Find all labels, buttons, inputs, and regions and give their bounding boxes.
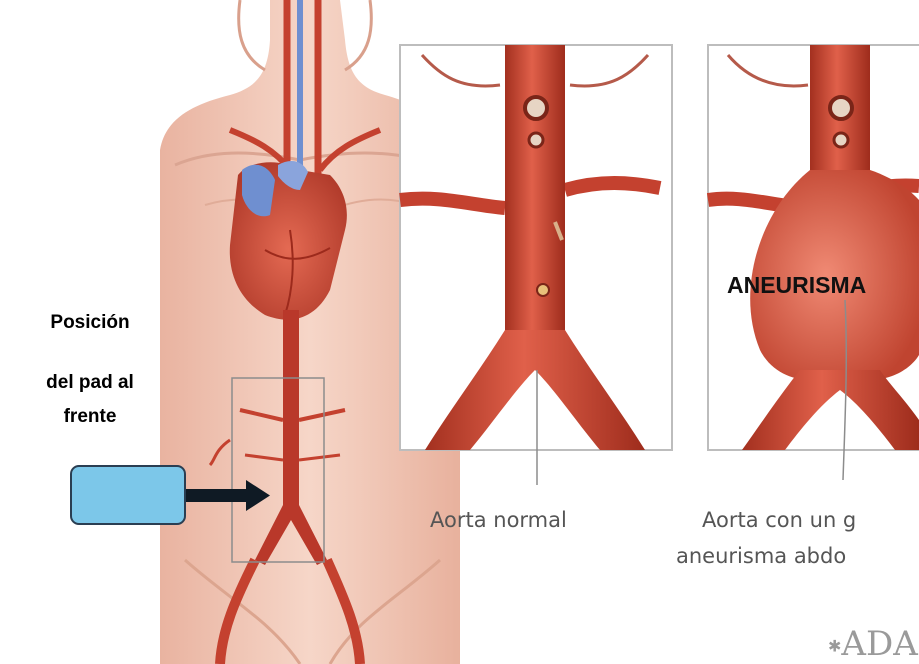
aneurisma-label: ANEURISMA xyxy=(727,272,866,299)
pad-rectangle xyxy=(70,465,186,525)
caption-aneurysm-line2: aneurisma abdo xyxy=(676,544,846,568)
caption-normal-aorta: Aorta normal xyxy=(430,508,567,532)
position-label-line3: frente xyxy=(30,406,150,428)
position-label-line1: Posición xyxy=(30,312,150,334)
normal-aorta-panel xyxy=(400,45,672,485)
adam-logo: ✱ADA xyxy=(828,624,918,664)
position-label-line2: del pad al xyxy=(20,372,160,394)
aneurysm-aorta-panel xyxy=(708,45,919,480)
caption-aneurysm-line1: Aorta con un g xyxy=(702,508,856,532)
